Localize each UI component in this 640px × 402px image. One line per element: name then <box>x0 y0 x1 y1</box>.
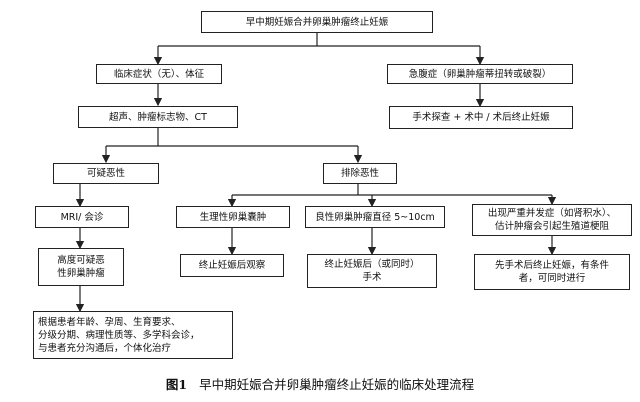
node-clinical: 临床症状（无）、体征 <box>96 64 222 84</box>
node-exclude: 排除恶性 <box>323 163 397 184</box>
node-surgery-first: 先手术后终止妊娠，有条件 者，可同时进行 <box>474 254 630 290</box>
node-imaging: 超声、肿瘤标志物、CT <box>78 106 238 128</box>
figure-caption: 图1 早中期妊娠合并卵巢肿瘤终止妊娠的临床处理流程 <box>0 374 640 393</box>
node-after-surgery: 终止妊娠后（或同时） 手术 <box>307 254 437 288</box>
caption-text: 早中期妊娠合并卵巢肿瘤终止妊娠的临床处理流程 <box>199 377 475 392</box>
node-benign: 良性卵巢肿瘤直径 5~10cm <box>305 206 445 228</box>
node-observe: 终止妊娠后观察 <box>180 254 284 277</box>
node-acute: 急腹症（卵巢肿瘤蒂扭转或破裂） <box>387 64 573 84</box>
node-individual: 根据患者年龄、孕周、生育要求、 分级分期、病理性质等、多学科会诊， 与患者充分沟… <box>33 311 233 359</box>
node-suspect: 可疑恶性 <box>53 163 159 184</box>
node-surgery: 手术探查 + 术中 / 术后终止妊娠 <box>389 106 573 129</box>
node-severe: 出现严重并发症（如肾积水）、 估计肿瘤会引起生殖道梗阻 <box>472 204 632 236</box>
node-highly: 高度可疑恶 性卵巢肿瘤 <box>38 248 124 286</box>
node-mri: MRI/ 会诊 <box>35 206 129 228</box>
node-top: 早中期妊娠合并卵巢肿瘤终止妊娠 <box>201 11 433 33</box>
caption-label: 图1 <box>165 377 188 392</box>
node-physio: 生理性卵巢囊肿 <box>176 206 290 228</box>
